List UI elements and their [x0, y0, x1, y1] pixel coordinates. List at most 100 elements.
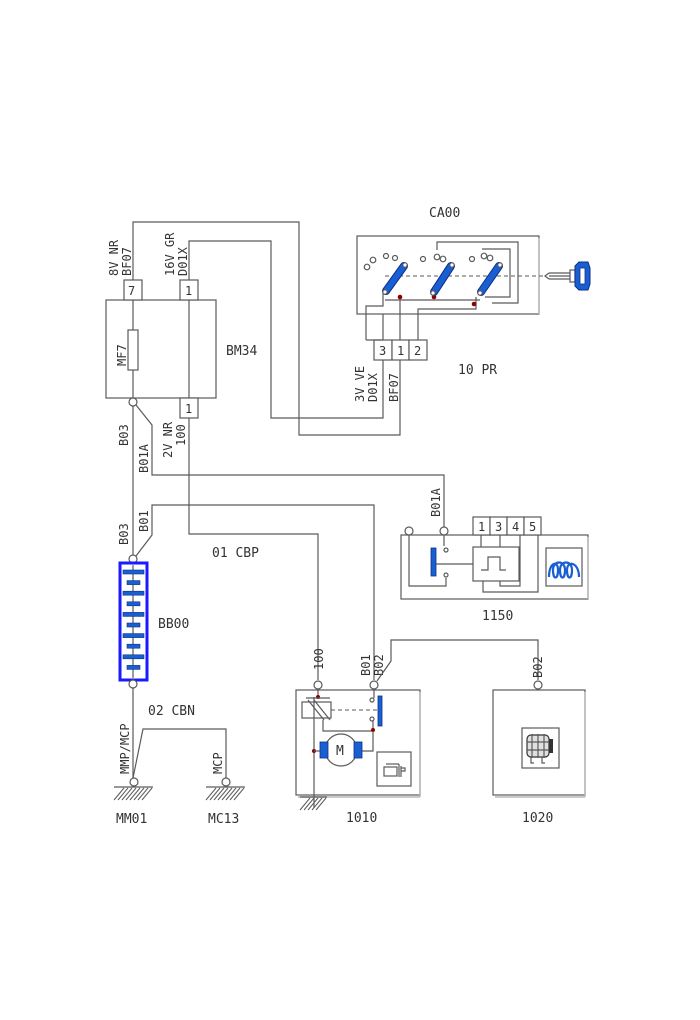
- wire-label: B03: [117, 424, 131, 446]
- ca00-ignition-switch[interactable]: CA00: [356, 206, 591, 378]
- harness-label-cbp: 01 CBP: [212, 546, 259, 561]
- hatch-line: [213, 787, 225, 801]
- bm34-module[interactable]: 7 1 1 MF7 BM34: [105, 279, 257, 419]
- wire-label: BF07: [120, 247, 134, 276]
- wire-label: 3V VE: [353, 366, 367, 402]
- starter-contact-icon: [377, 695, 383, 727]
- wire-d01x: [188, 240, 384, 419]
- battery-cell: [122, 612, 145, 617]
- bm34-pin-7: 7: [128, 284, 135, 298]
- bb00-label: BB00: [158, 617, 189, 632]
- battery-cell: [126, 580, 141, 585]
- motor-icon: M: [319, 733, 363, 767]
- battery-cell: [126, 665, 141, 670]
- pinion-icon: [383, 763, 406, 777]
- fuse-icon: [127, 329, 139, 371]
- wire-b02: [376, 639, 539, 682]
- ca00-pin-1: 1: [397, 344, 404, 358]
- c1150-pin-5: 5: [529, 520, 536, 534]
- wire-label: 16V GR: [163, 232, 177, 276]
- hatch-line: [315, 797, 327, 811]
- wire-b01a: [135, 404, 445, 532]
- component-1150[interactable]: B01A 1 3 4 5 1150: [400, 487, 589, 624]
- alternator-1020[interactable]: B02 1020: [492, 656, 586, 826]
- hatch-line: [299, 797, 311, 811]
- hatch-line: [129, 787, 141, 801]
- hatch-line: [133, 787, 145, 801]
- hatch-line: [121, 787, 133, 801]
- hatch-line: [307, 797, 319, 811]
- harness-label-cbn: 02 CBN: [148, 704, 195, 719]
- hatch-line: [137, 787, 149, 801]
- heater-coil-icon: [547, 561, 581, 579]
- bm34-pin-1-top: 1: [185, 284, 192, 298]
- wire-label: 100: [174, 424, 188, 446]
- ground-icon: [205, 787, 245, 801]
- c1010-label: 1010: [346, 811, 377, 826]
- c1150-pin-3: 3: [495, 520, 502, 534]
- wire-label: B02: [372, 654, 386, 676]
- battery-cell: [122, 590, 145, 596]
- wire-100: [188, 418, 319, 680]
- hatch-line: [113, 787, 125, 801]
- wire-label: BF07: [387, 373, 401, 402]
- wire-label: 2V NR: [161, 421, 175, 458]
- hatch-line: [117, 787, 129, 801]
- pulse-timer-icon: [472, 546, 520, 582]
- hatch-line: [125, 787, 137, 801]
- c1020-label: 1020: [522, 811, 553, 826]
- hatch-line: [209, 787, 221, 801]
- wire-label: MMP/MCP: [118, 723, 132, 774]
- ground-icon: [299, 797, 327, 811]
- c1150-pin-4: 4: [512, 520, 519, 534]
- motor-label: M: [336, 744, 344, 759]
- ca00-pin-3: 3: [379, 344, 386, 358]
- hatch-line: [205, 787, 217, 801]
- bm34-label: BM34: [226, 344, 257, 359]
- terminal: [128, 397, 138, 407]
- fuse-label: MF7: [115, 344, 129, 366]
- battery-cell: [122, 569, 145, 575]
- wire-label: B01A: [137, 443, 151, 473]
- hatch-line: [303, 797, 315, 811]
- ground-icon: [113, 787, 153, 801]
- hatch-line: [217, 787, 229, 801]
- hatch-line: [225, 787, 237, 801]
- wire-label: B01: [137, 510, 151, 532]
- battery-cell: [122, 654, 145, 660]
- ca00-pin-2: 2: [414, 344, 421, 358]
- switch-contact-2: [419, 253, 455, 296]
- wire-label: D01X: [366, 372, 380, 402]
- bm34-pin-1-bottom: 1: [185, 402, 192, 416]
- relay-contact-icon: [430, 547, 437, 577]
- hatch-line: [229, 787, 241, 801]
- ground-mc13: MC13: [205, 777, 245, 827]
- c1150-label: 1150: [482, 609, 513, 624]
- mc13-label: MC13: [208, 812, 239, 827]
- wire-label: 100: [312, 648, 326, 670]
- c1150-pin-1: 1: [478, 520, 485, 534]
- wire-label: B02: [531, 656, 545, 678]
- battery-cell: [126, 643, 141, 649]
- hatch-line: [221, 787, 233, 801]
- switch-contact-3: [468, 252, 503, 296]
- wire-mcp: [132, 728, 227, 779]
- starter-1010[interactable]: M 1010: [295, 680, 421, 826]
- hatch-line: [233, 787, 245, 801]
- wire-label: B01: [359, 654, 373, 676]
- ca00-label: CA00: [429, 206, 460, 221]
- battery-cells-icon: [122, 569, 145, 670]
- mm01-label: MM01: [116, 812, 147, 827]
- pinion-box: [376, 751, 412, 787]
- alternator-icon: [526, 734, 553, 764]
- wire-bf07: [132, 221, 401, 436]
- wire-label: MCP: [211, 752, 225, 774]
- switch-contact-1: [363, 252, 408, 295]
- bm34-body: [105, 299, 217, 399]
- wire-label: B01A: [429, 487, 443, 517]
- bb00-battery[interactable]: BB00: [118, 554, 189, 689]
- wire-label: D01X: [176, 246, 190, 276]
- ground-mm01: MM01: [113, 777, 153, 827]
- hatch-line: [311, 797, 323, 811]
